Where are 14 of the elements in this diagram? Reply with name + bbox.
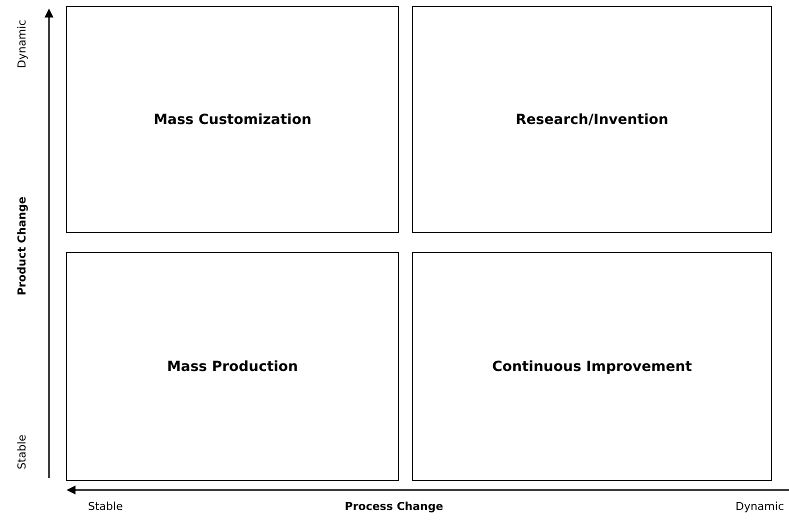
quadrant-title: Research/Invention [516, 112, 668, 128]
quadrant-box [66, 252, 399, 481]
axis-title: Product Change [16, 196, 28, 296]
axis-end-label: Dynamic [735, 500, 784, 513]
axis-title: Process Change [344, 500, 444, 513]
quadrant-box [412, 6, 772, 233]
quadrant-title: Mass Production [166, 358, 298, 374]
axis-end-label: Dynamic [16, 20, 28, 68]
quadrant-title: Mass Customization [154, 112, 312, 128]
quadrant-box [66, 6, 399, 233]
quadrant-title: Continuous Improvement [492, 358, 692, 374]
quadrant-box [412, 252, 772, 481]
axis-end-label: Stable [88, 500, 123, 513]
axis-end-label: Stable [16, 434, 28, 470]
